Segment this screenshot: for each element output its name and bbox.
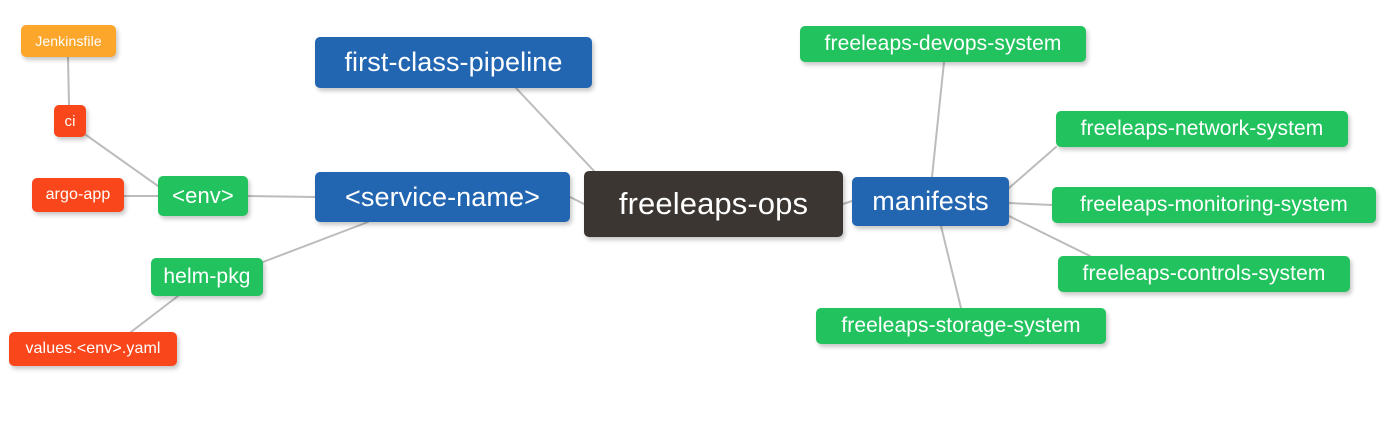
- node-label: first-class-pipeline: [344, 47, 563, 77]
- edge-service-env: [247, 195, 316, 198]
- node-freeleaps-devops-system[interactable]: freeleaps-devops-system: [800, 26, 1086, 62]
- node-argo-app[interactable]: argo-app: [32, 178, 124, 212]
- node-freeleaps-storage-system[interactable]: freeleaps-storage-system: [816, 308, 1106, 344]
- node-helm-pkg[interactable]: helm-pkg: [151, 258, 263, 296]
- node-freeleaps-controls-system[interactable]: freeleaps-controls-system: [1058, 256, 1350, 292]
- node-label: manifests: [872, 186, 989, 216]
- node-first-class-pipeline[interactable]: first-class-pipeline: [315, 37, 592, 88]
- node-label: freeleaps-ops: [618, 186, 809, 221]
- node-label: argo-app: [45, 186, 111, 203]
- node-label: freeleaps-monitoring-system: [1080, 193, 1348, 216]
- node-jenkinsfile[interactable]: Jenkinsfile: [21, 25, 116, 57]
- node-label: freeleaps-storage-system: [841, 314, 1081, 337]
- node-values-env-yaml[interactable]: values.<env>.yaml: [9, 332, 177, 366]
- node-ci[interactable]: ci: [54, 105, 86, 137]
- node-label: Jenkinsfile: [35, 33, 102, 49]
- edge-ops-manifests: [842, 200, 853, 205]
- node-label: <service-name>: [345, 181, 540, 212]
- node-label: ci: [64, 112, 76, 130]
- node-label: freeleaps-controls-system: [1082, 262, 1326, 285]
- edge-ops-service: [569, 196, 585, 205]
- node-label: values.<env>.yaml: [25, 340, 161, 357]
- edge-ci-jenkinsfile: [67, 56, 70, 106]
- edge-manifests-storage: [940, 225, 962, 309]
- edge-helm-values: [130, 295, 179, 333]
- node-freeleaps-network-system[interactable]: freeleaps-network-system: [1056, 111, 1348, 147]
- node-freeleaps-monitoring-system[interactable]: freeleaps-monitoring-system: [1052, 187, 1376, 223]
- edge-manifests-monitoring: [1008, 202, 1053, 206]
- edge-ops-pipeline: [515, 87, 595, 172]
- edge-manifests-devops: [931, 61, 945, 178]
- node-env[interactable]: <env>: [158, 176, 248, 216]
- node-manifests[interactable]: manifests: [852, 177, 1009, 226]
- edge-manifests-network: [1008, 146, 1057, 189]
- node-freeleaps-ops[interactable]: freeleaps-ops: [584, 171, 843, 237]
- node-label: freeleaps-network-system: [1080, 117, 1324, 140]
- edge-service-helm: [262, 221, 369, 263]
- node-label: freeleaps-devops-system: [824, 32, 1062, 55]
- node-label: helm-pkg: [163, 265, 251, 288]
- node-service-name[interactable]: <service-name>: [315, 172, 570, 222]
- node-label: <env>: [172, 183, 234, 208]
